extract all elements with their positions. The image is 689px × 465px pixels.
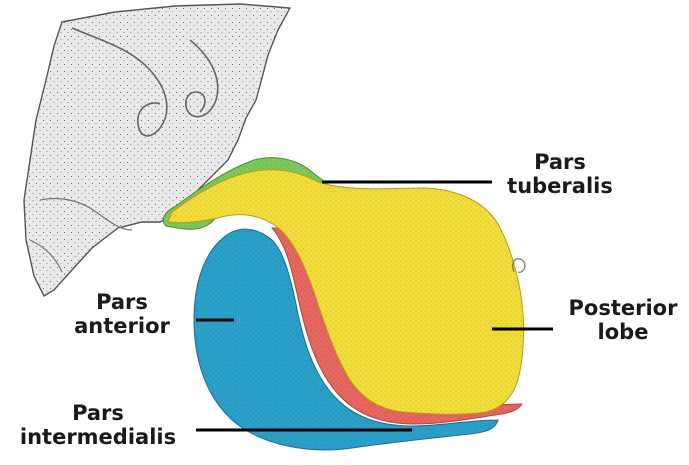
label-posterior-lobe: Posterior lobe <box>558 296 688 344</box>
label-pars-intermedialis-line2: intermedialis <box>0 425 196 449</box>
label-pars-anterior-line2: anterior <box>52 314 192 338</box>
label-pars-tuberalis: Pars tuberalis <box>500 150 620 198</box>
label-pars-tuberalis-line2: tuberalis <box>500 174 620 198</box>
label-pars-anterior: Pars anterior <box>52 290 192 338</box>
label-posterior-lobe-line1: Posterior <box>558 296 688 320</box>
label-pars-intermedialis-line1: Pars <box>0 401 196 425</box>
label-pars-intermedialis: Pars intermedialis <box>0 401 196 449</box>
label-posterior-lobe-line2: lobe <box>558 320 688 344</box>
label-pars-tuberalis-line1: Pars <box>500 150 620 174</box>
label-pars-anterior-line1: Pars <box>52 290 192 314</box>
